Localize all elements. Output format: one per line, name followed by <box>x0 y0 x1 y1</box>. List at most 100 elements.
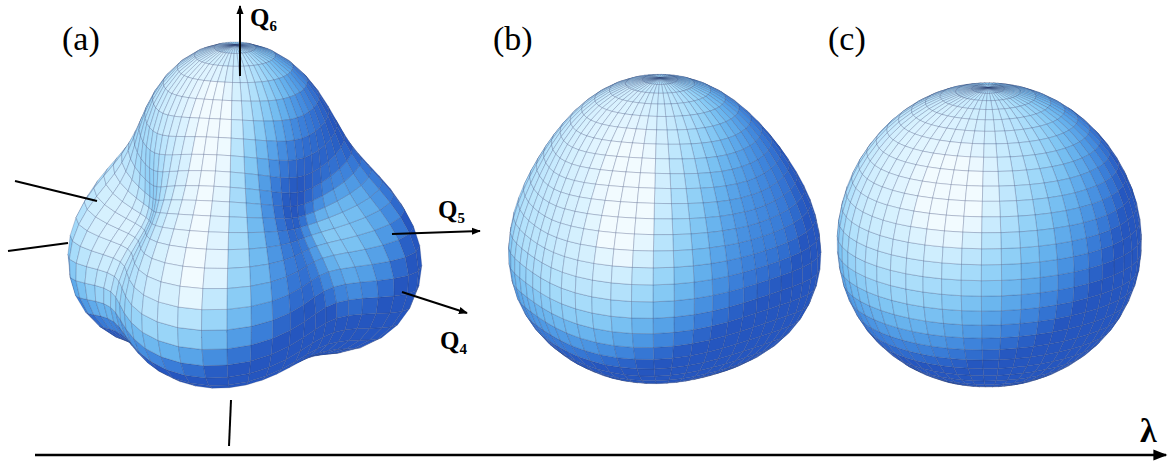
mesh-face <box>243 139 256 158</box>
mesh-face <box>362 297 379 314</box>
mesh-face <box>271 191 282 206</box>
mesh-face <box>602 200 621 217</box>
mesh-face <box>653 301 674 318</box>
mesh-face <box>646 116 657 130</box>
mesh-face <box>201 154 217 171</box>
mesh-face <box>158 282 180 307</box>
mesh-face <box>689 218 707 234</box>
mesh-face <box>202 289 227 310</box>
mesh-face <box>992 109 1001 120</box>
mesh-face <box>249 247 269 266</box>
mesh-face <box>288 160 297 178</box>
mesh-face <box>988 88 994 93</box>
mesh-face <box>268 159 280 177</box>
mesh-face <box>226 45 235 53</box>
mesh-face <box>304 155 312 176</box>
mesh-face <box>229 217 248 233</box>
mesh-face <box>950 359 968 369</box>
mesh-face <box>218 119 231 138</box>
mesh-face <box>635 359 654 369</box>
mesh-face <box>988 87 1003 88</box>
mesh-face <box>280 177 289 193</box>
mesh-face <box>611 300 632 318</box>
mesh-face <box>257 158 270 176</box>
mesh-face <box>653 267 674 285</box>
mesh-face <box>202 349 227 366</box>
mesh-face <box>594 247 614 266</box>
mesh-face <box>966 360 983 369</box>
mesh-face <box>217 137 231 155</box>
deformed-sphere <box>509 74 821 383</box>
mesh-face <box>637 188 655 204</box>
mesh-face <box>611 316 632 333</box>
mesh-face <box>722 229 738 246</box>
mesh-face <box>691 233 710 250</box>
mesh-face <box>290 193 298 207</box>
mesh-face <box>653 346 673 359</box>
mesh-face <box>264 231 280 247</box>
mesh-face <box>680 144 695 159</box>
mesh-face <box>639 376 655 381</box>
mesh-face <box>984 375 997 381</box>
mesh-face <box>596 231 616 249</box>
mesh-face <box>186 171 202 186</box>
mesh-face <box>178 347 203 366</box>
mesh-face <box>212 186 229 202</box>
mesh-face <box>150 168 154 186</box>
mesh-face <box>612 332 633 348</box>
mesh-face <box>655 173 671 188</box>
mesh-face <box>224 45 235 53</box>
mesh-face <box>660 78 668 84</box>
mesh-face <box>605 186 623 202</box>
mesh-face <box>673 234 692 251</box>
mesh-face <box>611 266 632 285</box>
mesh-face <box>229 187 246 203</box>
mesh-face <box>651 93 658 104</box>
mesh-face <box>653 284 674 302</box>
mesh-face <box>227 326 251 349</box>
mesh-face <box>674 299 694 318</box>
mesh-face <box>660 78 670 84</box>
mesh-face <box>231 138 244 157</box>
mesh-face <box>228 249 250 268</box>
mesh-face <box>614 233 635 251</box>
mesh-face <box>632 251 653 268</box>
mesh-face <box>668 144 682 159</box>
mesh-face <box>205 249 229 268</box>
mesh-face <box>245 173 260 190</box>
mesh-face <box>289 288 304 313</box>
mesh-face <box>599 216 618 233</box>
mesh-face <box>655 159 670 174</box>
mesh-face <box>693 264 712 283</box>
mesh-face <box>633 129 647 144</box>
mesh-face <box>297 175 305 192</box>
mesh-face <box>664 104 674 117</box>
mesh-face <box>193 200 212 216</box>
mesh-face <box>377 279 394 298</box>
mesh-face <box>666 116 677 130</box>
mesh-face <box>621 187 639 203</box>
mesh-face <box>165 245 186 266</box>
mesh-face <box>660 78 664 84</box>
mesh-face <box>639 173 655 188</box>
mesh-face <box>229 202 247 218</box>
mesh-face <box>632 318 653 334</box>
mesh-face <box>985 110 993 120</box>
mesh-face <box>360 281 378 299</box>
mesh-face <box>578 244 596 263</box>
mesh-face <box>977 109 986 119</box>
mesh-face <box>674 266 694 284</box>
mesh-face <box>222 45 235 52</box>
mesh-face <box>649 78 660 83</box>
mesh-face <box>653 235 673 251</box>
mesh-face <box>660 78 666 84</box>
mesh-face <box>618 202 637 218</box>
mesh-face <box>658 93 665 104</box>
mesh-face <box>203 268 228 288</box>
mesh-face <box>703 202 720 218</box>
mesh-face <box>178 307 202 330</box>
mesh-face <box>998 359 1015 369</box>
mesh-face <box>612 249 633 267</box>
mesh-face <box>258 175 271 192</box>
